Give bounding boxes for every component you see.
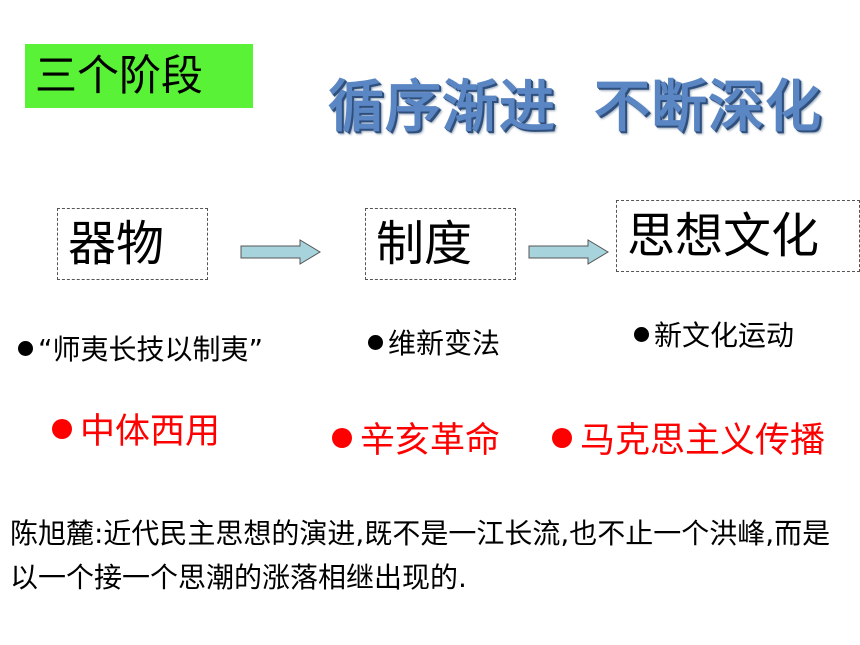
headline-part2: 不断深化 [594, 75, 822, 140]
example-text: 维新变法 [388, 327, 501, 360]
example-item-red: 马克思主义传播 [552, 412, 825, 463]
example-text-red: 中体西用 [80, 412, 221, 452]
bullet-dot-icon [332, 427, 352, 448]
example-item-red: 中体西用 [52, 403, 220, 454]
stage-badge-label: 三个阶段 [35, 51, 204, 100]
stage-box-thought-culture: 思想文化 [616, 200, 860, 272]
stage-label: 制度 [376, 216, 473, 272]
example-item: “师夷长技以制夷” [18, 328, 263, 368]
stage-label: 器物 [68, 216, 165, 272]
example-item-red: 辛亥革命 [332, 412, 500, 463]
right-arrow-icon [240, 239, 321, 265]
example-text-red: 辛亥革命 [360, 421, 501, 461]
historian-quote: 陈旭麓:近代民主思想的演进,既不是一江长流,也不止一个洪峰,而是以一个接一个思潮… [10, 517, 831, 594]
stage-label: 思想文化 [627, 208, 820, 264]
example-item: 新文化运动 [634, 314, 794, 354]
example-text: 新文化运动 [654, 319, 795, 352]
bullet-dot-icon [368, 334, 383, 350]
example-item: 维新变法 [368, 322, 500, 362]
headline-part1: 循序渐进 [328, 75, 556, 140]
stage-box-institution: 制度 [365, 208, 516, 280]
right-arrow-icon [528, 239, 609, 265]
bullet-dot-icon [52, 418, 72, 439]
bullet-dot-icon [552, 427, 572, 448]
stage-box-objects: 器物 [57, 208, 208, 280]
stage-badge: 三个阶段 [25, 44, 253, 108]
example-text: “师夷长技以制夷” [38, 333, 264, 366]
example-text-red: 马克思主义传播 [580, 421, 826, 461]
bullet-dot-icon [634, 326, 649, 342]
bullet-dot-icon [18, 340, 33, 356]
